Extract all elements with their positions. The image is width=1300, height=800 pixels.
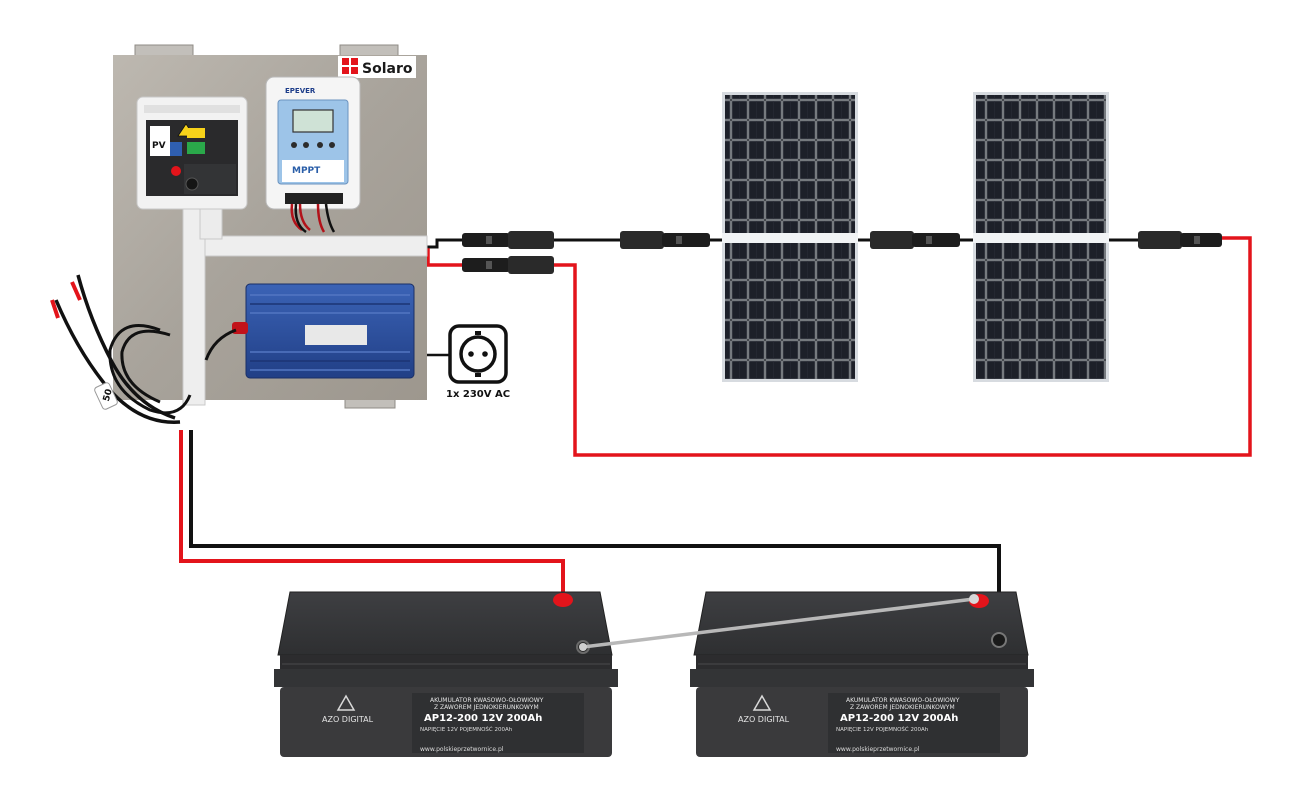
controller-terminal-block	[285, 193, 343, 204]
pv-positive-wire	[425, 236, 1252, 457]
battery-2-title-line2: Z ZAWOREM JEDNOKIERUNKOWYM	[850, 704, 955, 711]
battery-1-logo-icon	[336, 694, 356, 711]
mc4-connector-2	[462, 256, 554, 274]
battery-1: AZO DIGITAL AKUMULATOR KWASOWO-OŁOWIOWY …	[274, 591, 618, 757]
battery-1-brand: AZO DIGITAL	[322, 715, 374, 724]
switchbox-rotary-knob	[185, 177, 199, 191]
cable-tag	[94, 382, 118, 410]
battery-cable-bundle: 50	[50, 274, 192, 424]
battery-2: AZO DIGITAL AKUMULATOR KWASOWO-OŁOWIOWY …	[690, 591, 1034, 757]
mc4-connector-1	[462, 231, 554, 249]
solar-panel-2	[973, 92, 1109, 382]
mppt-charge-controller: EPEVER MPPT	[265, 76, 361, 234]
inverter-label-plate	[305, 325, 367, 345]
mc4-connector-5	[1138, 231, 1222, 249]
solaro-logo-icon	[342, 58, 358, 74]
battery-1-positive-terminal	[553, 593, 573, 607]
battery-2-brand: AZO DIGITAL	[738, 715, 790, 724]
solaro-brand-text: Solaro	[362, 61, 413, 77]
switchbox-stop-sign	[171, 166, 181, 176]
controller-button-4	[329, 142, 335, 148]
cable-duct-stub	[199, 204, 223, 240]
inverter-dc-cables	[204, 328, 237, 361]
controller-brand: EPEVER	[285, 87, 316, 95]
battery-2-model: AP12-200 12V 200Ah	[840, 713, 958, 724]
mc4-connector-3	[620, 231, 710, 249]
battery-1-title-line2: Z ZAWOREM JEDNOKIERUNKOWYM	[434, 704, 539, 711]
outlet-label: 1x 230V AC	[446, 389, 510, 400]
battery-1-specs: NAPIĘCIE 12V POJEMNOŚĆ 200Ah	[420, 726, 513, 733]
cable-tag-text: 50	[102, 388, 115, 403]
pv-switchbox: PV	[136, 96, 248, 210]
mc4-connector-4	[870, 231, 960, 249]
controller-model: MPPT	[292, 166, 321, 176]
solaro-logo: Solaro	[338, 56, 416, 78]
socket-icon	[448, 324, 508, 384]
battery-1-model: AP12-200 12V 200Ah	[424, 713, 542, 724]
controller-button-2	[303, 142, 309, 148]
battery-positive-wire	[179, 430, 565, 598]
battery-series-link	[582, 597, 975, 649]
solar-panel-1	[722, 92, 858, 382]
ac-outlet: 1x 230V AC	[446, 324, 510, 400]
battery-2-negative-terminal	[991, 632, 1007, 648]
battery-2-logo-icon	[752, 694, 772, 711]
switchbox-pv-label: PV	[152, 141, 166, 151]
inverter	[204, 283, 415, 379]
controller-output-cables	[290, 203, 326, 233]
battery-2-url: www.polskieprzetwornice.pl	[836, 746, 920, 753]
mc4-connectors	[462, 231, 1222, 274]
battery-1-url: www.polskieprzetwornice.pl	[420, 746, 504, 753]
battery-negative-wire	[189, 430, 1001, 636]
controller-button-3	[317, 142, 323, 148]
controller-button-1	[291, 142, 297, 148]
battery-2-title-line1: AKUMULATOR KWASOWO-OŁOWIOWY	[846, 697, 960, 704]
controller-display	[292, 109, 334, 133]
battery-2-specs: NAPIĘCIE 12V POJEMNOŚĆ 200Ah	[836, 726, 929, 733]
battery-1-title-line1: AKUMULATOR KWASOWO-OŁOWIOWY	[430, 697, 544, 704]
